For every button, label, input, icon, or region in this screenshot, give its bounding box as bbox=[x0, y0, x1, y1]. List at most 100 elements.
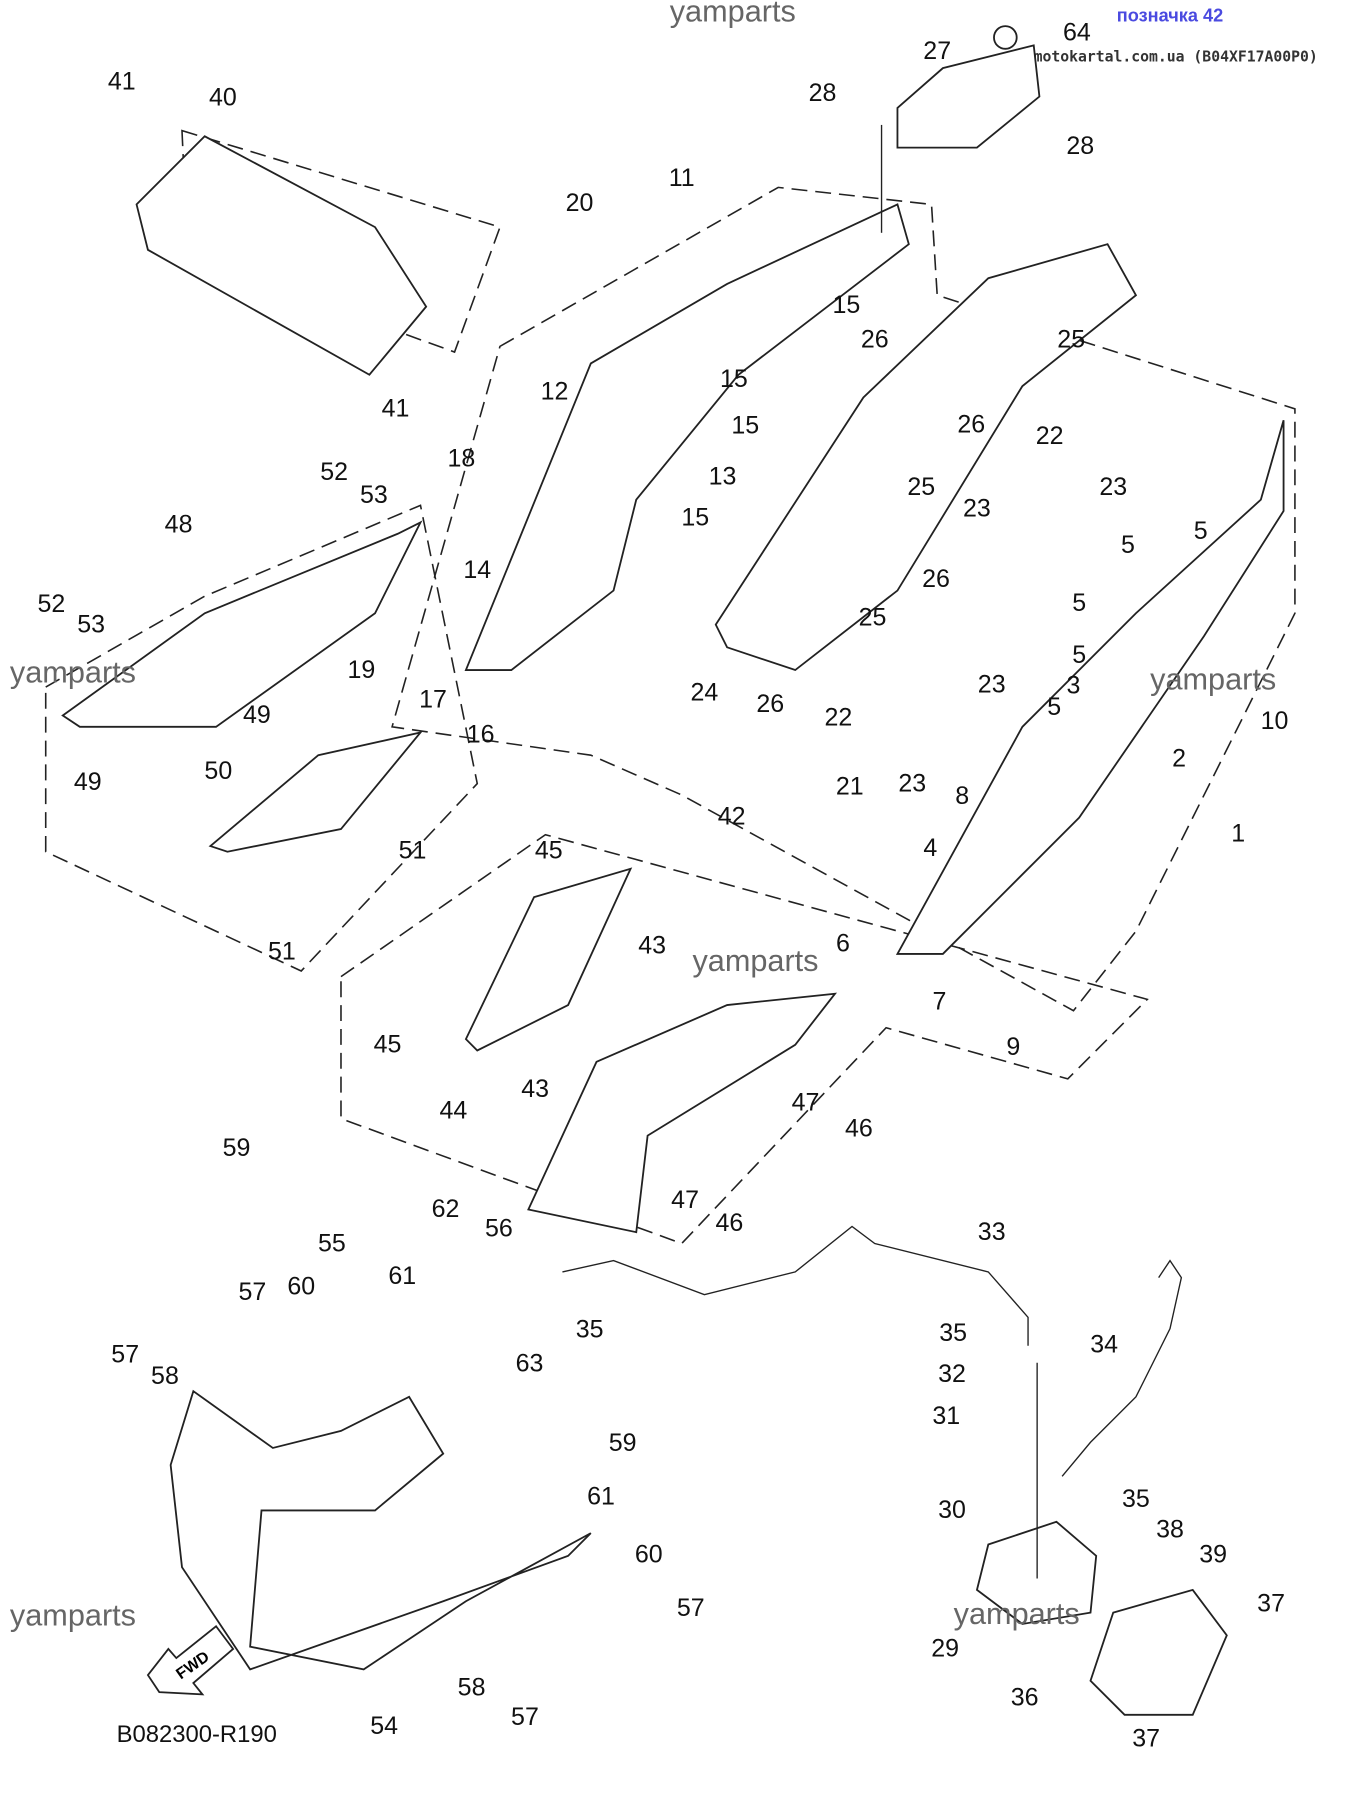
panel-50 bbox=[208, 731, 423, 853]
part-callout: 61 bbox=[587, 1483, 615, 1511]
part-callout: 49 bbox=[243, 701, 271, 729]
cover-48 bbox=[61, 520, 423, 728]
part-callout: 39 bbox=[1199, 1540, 1227, 1568]
part-callout: 50 bbox=[204, 757, 232, 785]
part-callout: 25 bbox=[1057, 325, 1085, 353]
part-callout: 41 bbox=[108, 67, 136, 95]
watermark: yamparts bbox=[1150, 662, 1276, 696]
part-callout: 26 bbox=[861, 325, 889, 353]
part-callout: 23 bbox=[1099, 473, 1127, 501]
part-callout: 23 bbox=[978, 671, 1006, 699]
part-callout: 36 bbox=[1011, 1684, 1039, 1712]
part-callout: 20 bbox=[566, 189, 594, 217]
diagram-badge: позначка 42 bbox=[1117, 6, 1223, 26]
part-callout: 35 bbox=[576, 1316, 604, 1344]
part-callout: 14 bbox=[463, 556, 491, 584]
watermark: yamparts bbox=[10, 1598, 136, 1632]
part-callout: 42 bbox=[718, 802, 746, 830]
part-callout: 9 bbox=[1006, 1033, 1020, 1061]
cap-64 bbox=[993, 25, 1018, 50]
cover-27 bbox=[896, 44, 1041, 149]
part-callout: 2 bbox=[1172, 744, 1186, 772]
hose-34 bbox=[1061, 1259, 1183, 1477]
part-callout: 52 bbox=[320, 458, 348, 486]
part-callout: 19 bbox=[348, 656, 376, 684]
part-callout: 23 bbox=[963, 494, 991, 522]
part-callout: 28 bbox=[809, 79, 837, 107]
part-callout: 35 bbox=[939, 1319, 967, 1347]
part-callout: 5 bbox=[1047, 693, 1061, 721]
part-callout: 24 bbox=[691, 678, 719, 706]
part-callout: 59 bbox=[609, 1429, 637, 1457]
part-callout: 47 bbox=[671, 1186, 699, 1214]
part-shapes bbox=[61, 25, 1285, 1716]
part-callout: 58 bbox=[151, 1362, 179, 1390]
part-callout: 5 bbox=[1072, 589, 1086, 617]
part-callout: 64 bbox=[1063, 19, 1091, 47]
part-callout: 60 bbox=[287, 1272, 315, 1300]
part-callout: 17 bbox=[419, 685, 447, 713]
part-callout: 49 bbox=[74, 768, 102, 796]
part-callout: 60 bbox=[635, 1540, 663, 1568]
hose-33 bbox=[562, 1225, 1029, 1346]
part-callout: 5 bbox=[1121, 531, 1135, 559]
part-callout: 16 bbox=[467, 720, 495, 748]
part-callout: 15 bbox=[731, 412, 759, 440]
part-callout: 46 bbox=[845, 1115, 873, 1143]
part-callout: 57 bbox=[677, 1594, 705, 1622]
part-callout: 27 bbox=[923, 37, 951, 65]
part-callout: 25 bbox=[859, 604, 887, 632]
part-callout: 4 bbox=[923, 834, 937, 862]
part-callout: 45 bbox=[535, 836, 563, 864]
watermark: yamparts bbox=[10, 656, 136, 690]
diagram-code: B082300-R190 bbox=[117, 1721, 277, 1748]
part-callout: 41 bbox=[382, 395, 410, 423]
part-callout: 54 bbox=[370, 1712, 398, 1740]
part-callout: 35 bbox=[1122, 1485, 1150, 1513]
part-callout: 59 bbox=[223, 1134, 251, 1162]
watermark: yamparts bbox=[670, 0, 796, 29]
watermark: yamparts bbox=[692, 944, 818, 978]
part-callout: 34 bbox=[1090, 1330, 1118, 1358]
part-callout: 37 bbox=[1132, 1724, 1160, 1752]
part-callout: 53 bbox=[77, 610, 105, 638]
part-callout: 57 bbox=[111, 1341, 139, 1369]
part-callout: 31 bbox=[932, 1402, 960, 1430]
part-callout: 57 bbox=[239, 1278, 267, 1306]
part-callout: 63 bbox=[516, 1350, 544, 1378]
part-callout: 61 bbox=[388, 1262, 416, 1290]
part-callout: 28 bbox=[1066, 132, 1094, 160]
part-callout: 10 bbox=[1261, 707, 1289, 735]
part-callout: 56 bbox=[485, 1214, 513, 1242]
watermarks: yamparts yamparts yamparts yamparts yamp… bbox=[10, 0, 1276, 1632]
part-callout: 26 bbox=[922, 565, 950, 593]
part-callout: 43 bbox=[638, 932, 666, 960]
part-callout: 46 bbox=[715, 1209, 743, 1237]
part-callout: 33 bbox=[978, 1218, 1006, 1246]
part-callout: 29 bbox=[931, 1635, 959, 1663]
part-callout: 55 bbox=[318, 1229, 346, 1257]
part-callout: 40 bbox=[209, 83, 237, 111]
part-callout: 26 bbox=[756, 690, 784, 718]
part-callout: 45 bbox=[374, 1031, 402, 1059]
part-callout: 51 bbox=[399, 836, 427, 864]
part-callout: 21 bbox=[836, 773, 864, 801]
guard-36 bbox=[1089, 1588, 1228, 1716]
side-cover-40 bbox=[135, 135, 428, 376]
part-callout: 15 bbox=[681, 504, 709, 532]
part-callout: 6 bbox=[836, 929, 850, 957]
part-callout: 62 bbox=[432, 1195, 460, 1223]
part-callout: 13 bbox=[709, 463, 737, 491]
part-callout: 26 bbox=[957, 410, 985, 438]
part-callout: 18 bbox=[447, 445, 475, 473]
part-callout: 51 bbox=[268, 937, 296, 965]
part-callout: 5 bbox=[1194, 517, 1208, 545]
forward-arrow-icon: FWD bbox=[146, 1624, 235, 1696]
part-callout: 22 bbox=[1036, 422, 1064, 450]
part-callout: 12 bbox=[541, 378, 569, 406]
part-callout: 44 bbox=[440, 1096, 468, 1124]
part-callout: 37 bbox=[1257, 1589, 1285, 1617]
part-callout: 7 bbox=[933, 987, 947, 1015]
